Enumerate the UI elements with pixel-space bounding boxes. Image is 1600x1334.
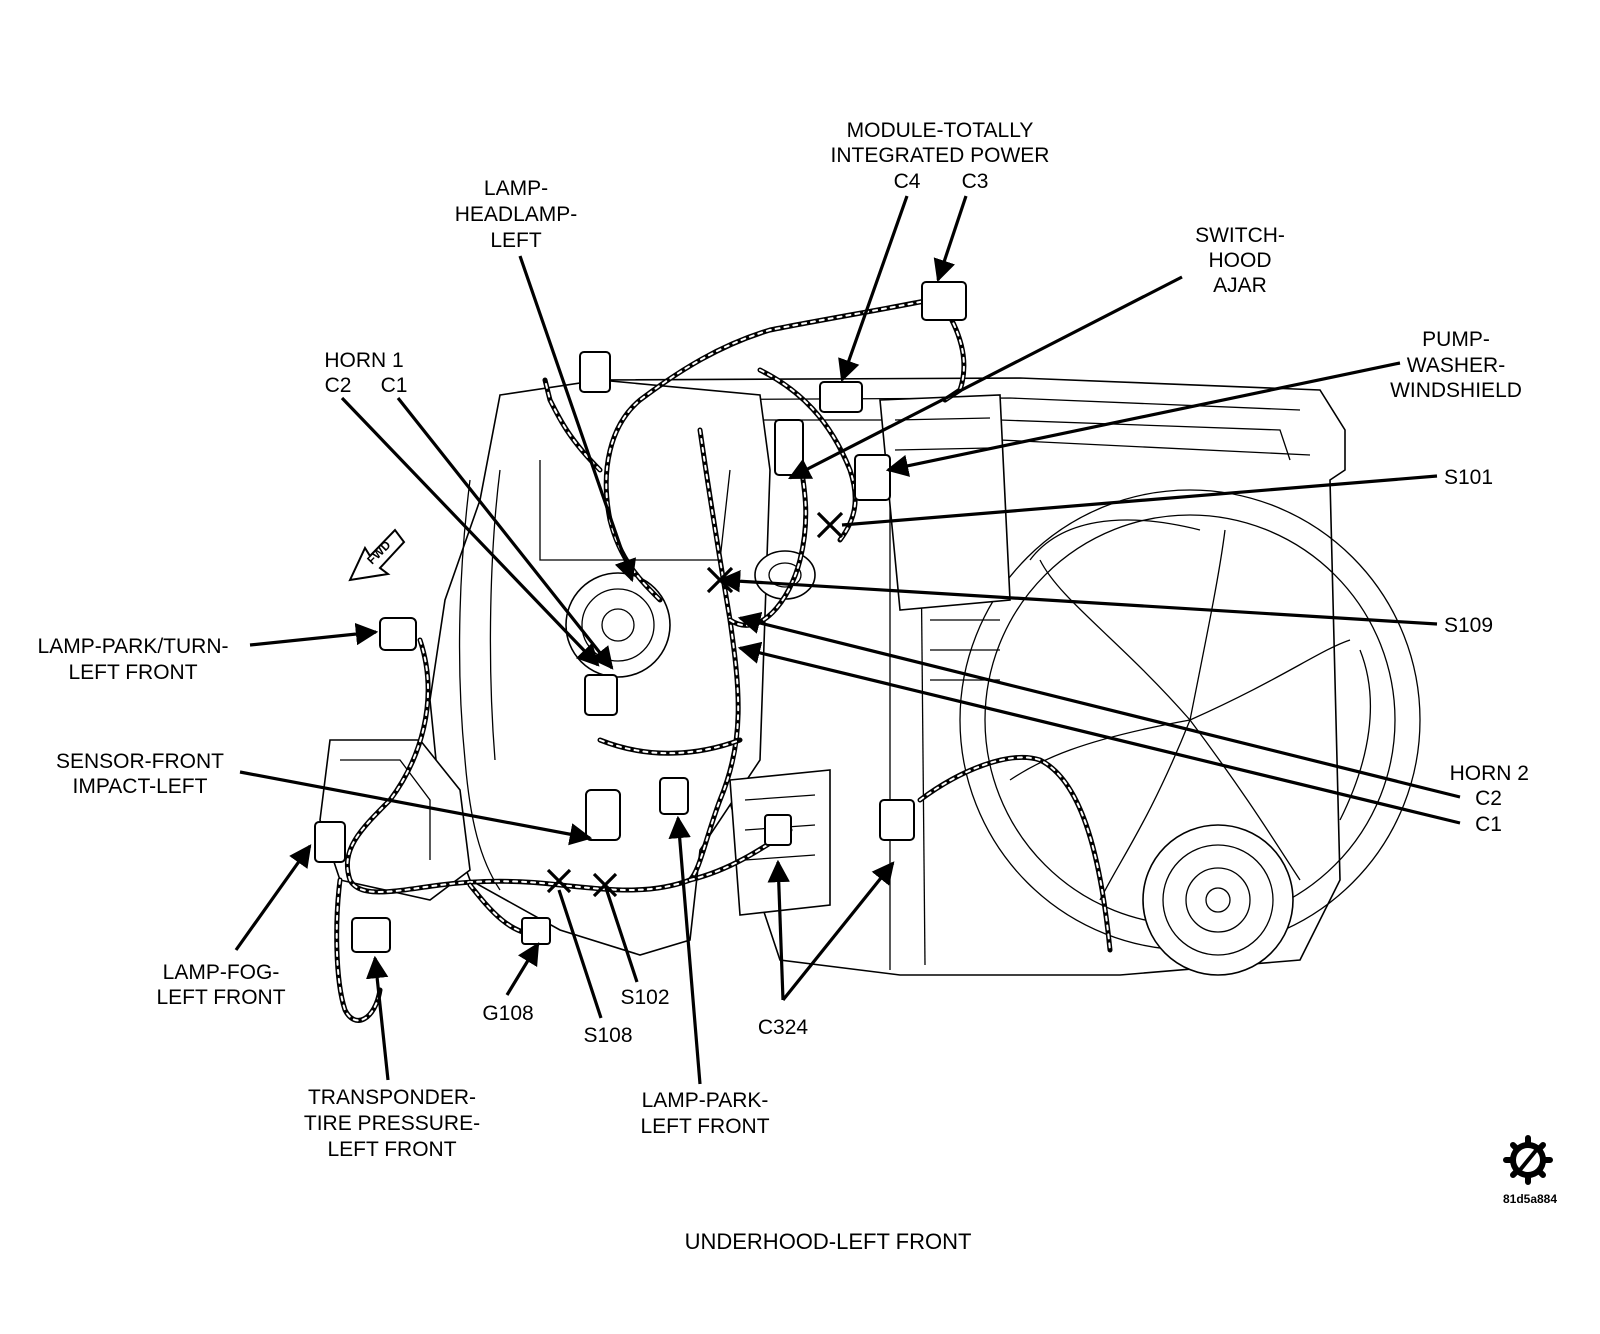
component-labels: MODULE-TOTALLY INTEGRATED POWER C4 C3 LA… — [38, 119, 1529, 1161]
park-turn-leader — [249, 622, 379, 647]
impact-sensor-connector — [585, 789, 621, 841]
label-s109: S109 — [1444, 614, 1493, 637]
label-park-turn-line1: LAMP-PARK/TURN- — [38, 635, 229, 658]
label-fog-lamp-line1: LAMP-FOG- — [163, 961, 280, 984]
label-headlamp-line1: LAMP- — [484, 177, 548, 200]
hood-switch-connector — [774, 419, 804, 476]
park-lamp-leader — [668, 815, 702, 1085]
horn1-connector — [584, 674, 618, 716]
label-s108: S108 — [583, 1024, 632, 1047]
label-s102: S102 — [620, 986, 669, 1009]
tpms-connector — [351, 917, 391, 953]
module-tip-c4-connector — [819, 381, 863, 413]
label-horn2: HORN 2 C2 C1 — [1450, 762, 1529, 836]
label-impact-sensor: SENSOR-FRONT IMPACT-LEFT — [56, 750, 224, 798]
label-hood-switch: SWITCH- HOOD AJAR — [1195, 224, 1285, 297]
label-module-tip: MODULE-TOTALLY INTEGRATED POWER C4 C3 — [831, 119, 1050, 193]
label-park-lamp: LAMP-PARK- LEFT FRONT — [640, 1089, 769, 1138]
s108-splice-mark — [546, 868, 572, 894]
c324-connector-b — [879, 799, 915, 841]
label-s101: S101 — [1444, 466, 1493, 489]
label-park-turn: LAMP-PARK/TURN- LEFT FRONT — [38, 635, 229, 684]
label-park-lamp-line2: LEFT FRONT — [640, 1115, 769, 1138]
label-fog-lamp-line2: LEFT FRONT — [156, 986, 285, 1009]
label-washer-pump-line3: WINDSHIELD — [1390, 379, 1522, 402]
s102-leader — [603, 884, 639, 983]
label-hood-switch-line3: AJAR — [1213, 274, 1267, 297]
label-park-turn-line2: LEFT FRONT — [68, 661, 197, 684]
horn1-c2-leader — [340, 396, 600, 667]
park-lamp-connector — [659, 777, 689, 815]
label-headlamp-line2: HEADLAMP- — [455, 203, 578, 226]
label-horn1-c2: C2 — [325, 374, 352, 397]
label-headlamp-line3: LEFT — [490, 229, 542, 252]
label-tpms-line2: TIRE PRESSURE- — [304, 1112, 480, 1135]
s101-leader — [841, 474, 1438, 527]
label-horn1-c1: C1 — [381, 374, 408, 397]
cooling-fan — [1009, 519, 1372, 901]
module-c3-leader — [933, 195, 968, 283]
diagram-caption: UNDERHOOD-LEFT FRONT — [685, 1229, 972, 1254]
label-horn2-c2: C2 — [1475, 787, 1502, 810]
horn2-c1-leader — [737, 641, 1461, 825]
figure-id: 81d5a884 — [1503, 1192, 1557, 1206]
label-g108: G108 — [482, 1002, 533, 1025]
label-impact-sensor-line1: SENSOR-FRONT — [56, 750, 224, 773]
fwd-arrow-icon: FWD — [348, 528, 406, 582]
fog-lamp-connector — [314, 821, 346, 863]
module-c4-leader — [838, 195, 909, 383]
label-tpms: TRANSPONDER- TIRE PRESSURE- LEFT FRONT — [304, 1086, 480, 1161]
headlamp-leader — [518, 255, 636, 583]
s101-splice-mark — [816, 511, 844, 539]
label-impact-sensor-line2: IMPACT-LEFT — [73, 775, 208, 798]
hood-switch-leader — [788, 275, 1183, 480]
label-washer-pump-line2: WASHER- — [1407, 354, 1505, 377]
label-washer-pump: PUMP- WASHER- WINDSHIELD — [1390, 328, 1522, 402]
g108-ground-connector — [521, 917, 551, 945]
label-module-tip-line2: INTEGRATED POWER — [831, 144, 1050, 167]
label-hood-switch-line1: SWITCH- — [1195, 224, 1285, 247]
label-horn2-title: HORN 2 — [1450, 762, 1529, 785]
leader-arrows — [234, 195, 1461, 1085]
c324-leader-a — [767, 859, 790, 1001]
label-park-lamp-line1: LAMP-PARK- — [642, 1089, 769, 1112]
c324-connector-a — [764, 814, 792, 846]
impact-sensor-leader — [239, 770, 593, 846]
label-module-c3: C3 — [962, 170, 989, 193]
park-turn-lamp-connector — [379, 617, 417, 651]
s108-leader — [557, 889, 603, 1019]
module-tip-c3-connector — [921, 281, 967, 321]
c324-leader-b — [781, 861, 895, 1002]
label-horn1-title: HORN 1 — [324, 349, 403, 372]
label-module-c4: C4 — [894, 170, 921, 193]
label-fog-lamp: LAMP-FOG- LEFT FRONT — [156, 961, 285, 1009]
g108-leader — [505, 942, 540, 996]
horn1-c1-leader — [396, 397, 614, 670]
label-horn2-c1: C1 — [1475, 813, 1502, 836]
label-washer-pump-line1: PUMP- — [1422, 328, 1490, 351]
label-tpms-line1: TRANSPONDER- — [308, 1086, 476, 1109]
label-hood-switch-line2: HOOD — [1209, 249, 1272, 272]
label-tpms-line3: LEFT FRONT — [327, 1138, 456, 1161]
horn2-c2-leader — [737, 611, 1461, 799]
s109-leader — [717, 570, 1438, 626]
label-headlamp: LAMP- HEADLAMP- LEFT — [455, 177, 578, 252]
headlamp-connector — [579, 351, 611, 393]
label-module-tip-line1: MODULE-TOTALLY — [847, 119, 1034, 142]
label-horn1: HORN 1 C2 C1 — [324, 349, 407, 397]
washer-pump-connector — [854, 454, 891, 501]
gear-wrench-icon — [1503, 1135, 1553, 1185]
label-c324: C324 — [758, 1016, 809, 1039]
fog-lamp-leader — [234, 844, 312, 951]
tpms-leader — [365, 955, 390, 1081]
washer-pump-leader — [885, 361, 1401, 477]
